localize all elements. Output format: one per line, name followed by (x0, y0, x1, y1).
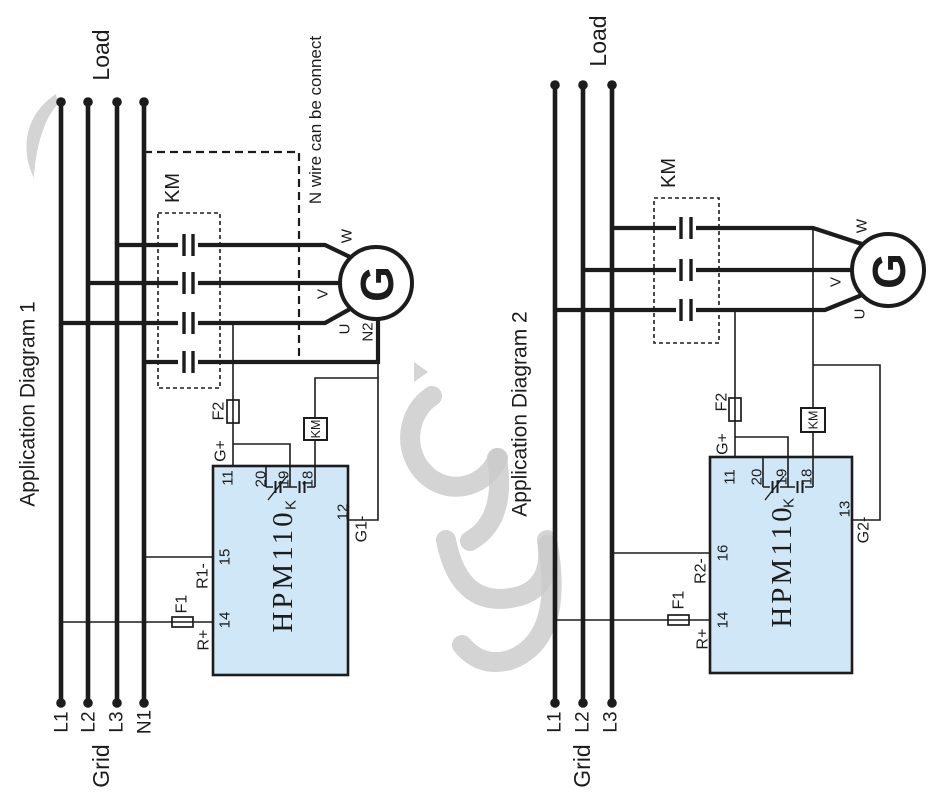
d2-g2minus-label: G2- (856, 517, 873, 544)
d2-generator-letter: G (863, 253, 915, 289)
d2-hpm110-box (708, 455, 854, 675)
d1-bus-label-l3: L3 (107, 711, 128, 732)
d1-contactor-contacts (182, 234, 195, 373)
d2-km-coil (800, 407, 826, 433)
d1-module-name: HPM110 (267, 509, 299, 632)
d1-load-label: Load (88, 29, 114, 80)
d2-pin-20: 20 (748, 469, 765, 486)
d2-pin-19: 19 (773, 469, 790, 486)
d2-title: Application Diagram 2 (508, 311, 531, 516)
d1-contactor-label: KM (162, 173, 184, 203)
d2-pin-14: 14 (714, 612, 731, 629)
d2-relay-k-label: K (780, 498, 797, 508)
d1-contactor-dashed-box (157, 212, 221, 389)
d1-n-wire-note: N wire can be connect (306, 36, 325, 204)
d1-km-coil-label: KM (309, 420, 323, 439)
d1-fuse-f2 (226, 399, 240, 424)
d1-fuse-f2-label: F2 (211, 402, 228, 421)
d2-pin-13: 13 (836, 501, 853, 518)
d1-pin-19: 19 (275, 471, 292, 488)
d1-generator-circle (338, 245, 414, 321)
application-diagram-2: Application Diagram 2 Load Grid L1 L2 L3… (508, 15, 926, 788)
watermark-crescent (26, 94, 58, 178)
application-diagram-1: Application Diagram 1 Load Grid L1 L2 L3… (16, 29, 414, 788)
d2-km-coil-label: KM (806, 411, 820, 430)
d1-gen-terminal-u: U (336, 324, 353, 335)
d2-gplus-label: G+ (715, 433, 732, 455)
d1-pin-18: 18 (299, 471, 316, 488)
d2-bus-label-l2: L2 (573, 711, 594, 732)
d2-bus-label-l3: L3 (601, 711, 622, 732)
d2-r2minus-label: R2- (693, 558, 710, 584)
d2-rplus-label: R+ (695, 629, 712, 650)
d2-bus-label-l1: L1 (545, 711, 566, 732)
d2-pin-18: 18 (798, 469, 815, 486)
d1-rplus-label: R+ (196, 630, 213, 651)
d2-module-name: HPM110 (766, 504, 798, 627)
d2-load-label: Load (585, 15, 611, 66)
d1-fuse-f1-label: F1 (174, 595, 191, 614)
watermark-swirl-4 (452, 535, 562, 673)
d2-fuse-f1-label: F1 (671, 591, 688, 610)
d1-fuse-f1 (171, 616, 194, 628)
d1-pin-20: 20 (252, 471, 269, 488)
d2-power-wires (555, 225, 863, 313)
d1-internal-relay-contacts (265, 466, 316, 501)
d1-bus-label-n1: N1 (135, 710, 156, 734)
d1-power-wires (61, 242, 381, 365)
d2-grid-bus-lines (550, 80, 617, 708)
d1-title: Application Diagram 1 (16, 301, 39, 506)
d2-generator-circle (850, 232, 926, 308)
d2-fuse-f2-label: F2 (714, 393, 731, 412)
d1-bus-label-l1: L1 (52, 711, 73, 732)
d1-g1minus-label: G1- (354, 516, 371, 543)
watermark (26, 94, 562, 673)
d1-relay-k-label: K (282, 500, 299, 510)
d2-gen-terminal-v: V (827, 277, 844, 287)
d1-hpm110-box (211, 464, 350, 677)
d2-pin-11: 11 (721, 469, 738, 485)
watermark-swirl-3 (436, 530, 559, 609)
d2-gen-terminal-u: U (851, 309, 868, 320)
d1-gen-terminal-v: V (314, 289, 331, 299)
watermark-triangle (414, 362, 428, 382)
d2-contactor-contacts (679, 217, 693, 321)
d1-km-coil (303, 417, 328, 441)
d1-pin-14: 14 (216, 612, 233, 629)
d1-pin-11: 11 (219, 470, 236, 486)
d2-pin-16: 16 (714, 545, 731, 562)
d1-r1minus-label: R1- (195, 563, 212, 589)
d1-bus-label-l2: L2 (79, 711, 100, 732)
d2-contactor-label: KM (658, 158, 680, 188)
d1-gen-terminal-n2: N2 (359, 322, 376, 341)
d1-grid-bus-lines (56, 97, 149, 708)
d2-fuse-f1 (667, 614, 690, 626)
d2-grid-label: Grid (569, 744, 595, 787)
watermark-swirl-2 (460, 448, 510, 551)
d1-gplus-label: G+ (213, 440, 230, 462)
d1-grid-label: Grid (88, 744, 114, 787)
d2-gen-terminal-w: W (853, 218, 870, 233)
d1-pin-15: 15 (216, 549, 233, 566)
d1-pin-12: 12 (334, 504, 351, 521)
d1-gen-terminal-w: W (338, 228, 355, 243)
d1-generator-letter: G (351, 266, 403, 302)
d2-internal-relay-contacts (762, 457, 814, 501)
d2-fuse-f2 (728, 397, 742, 422)
watermark-swirl-1 (400, 386, 508, 497)
